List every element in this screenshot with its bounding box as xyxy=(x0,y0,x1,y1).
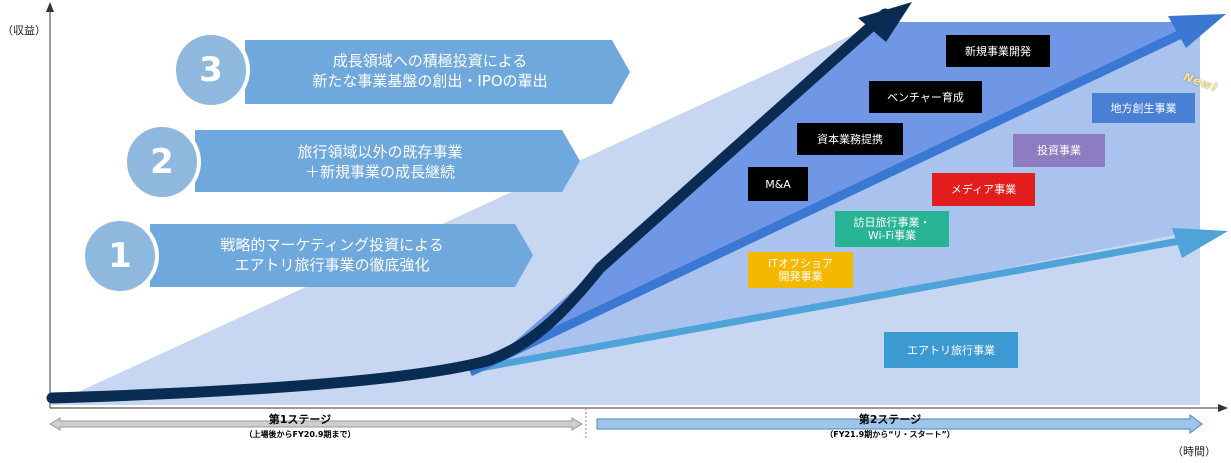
y-axis-label: （収益） xyxy=(2,24,46,37)
regional-box: 地方創生事業 xyxy=(1092,93,1195,123)
step-2-text: 旅行領域以外の既存事業 ＋新規事業の成長継続 xyxy=(200,142,560,182)
capital-alliance-box: 資本業務提携 xyxy=(797,123,903,155)
it-offshore-line-1: ITオフショア xyxy=(768,257,833,270)
it-offshore-box: ITオフショア 開発事業 xyxy=(748,252,853,288)
step-3-number: 3 xyxy=(199,50,223,90)
step-1-text: 戦略的マーケティング投資による エアトリ旅行事業の徹底強化 xyxy=(152,235,512,275)
stage-1-arrow xyxy=(49,417,583,431)
step-1-line-1: 戦略的マーケティング投資による xyxy=(220,236,444,254)
media-box: メディア事業 xyxy=(932,173,1035,206)
step-1-line-2: エアトリ旅行事業の徹底強化 xyxy=(234,256,430,274)
step-2-circle xyxy=(123,123,201,201)
stage-2-subtitle: （FY21.9期から“リ・スタート”） xyxy=(825,430,955,439)
investment-box: 投資事業 xyxy=(1013,134,1105,167)
ma-box: M&A xyxy=(748,167,808,201)
step-2-arrow xyxy=(195,130,580,192)
airtrip-growth-arrow xyxy=(479,236,1186,372)
x-axis-arrowhead xyxy=(1218,404,1228,412)
step-1-number: 1 xyxy=(108,236,132,276)
new-business-box: 新規事業開発 xyxy=(946,35,1050,67)
step-3-text: 成長領域への積極投資による 新たな事業基盤の創出・IPOの輩出 xyxy=(250,51,610,91)
step-3-arrow xyxy=(245,40,630,104)
non-travel-growth-arrowhead xyxy=(1168,14,1226,48)
stage-2-title: 第2ステージ xyxy=(858,413,922,426)
venture-box: ベンチャー育成 xyxy=(869,81,982,113)
airtrip-box: エアトリ旅行事業 xyxy=(884,332,1018,368)
stage-2-arrow xyxy=(596,414,1203,434)
growth-investment-curve xyxy=(46,8,891,404)
y-axis-arrowhead xyxy=(46,2,54,12)
step-3-circle xyxy=(172,31,250,109)
step-3-line-2: 新たな事業基盤の創出・IPOの輩出 xyxy=(312,72,548,90)
stage-1-title: 第1ステージ xyxy=(268,413,332,426)
step-2-line-2: ＋新規事業の成長継続 xyxy=(304,163,455,181)
non-travel-growth-arrow xyxy=(468,27,1187,377)
it-offshore-line-2: 開発事業 xyxy=(778,270,823,283)
step-3-line-1: 成長領域への積極投資による xyxy=(332,52,528,70)
stage-1-subtitle: （上場後からFY20.9期まで） xyxy=(244,430,356,439)
step-1-circle xyxy=(81,217,159,295)
x-axis-label: （時間） xyxy=(1172,445,1216,458)
inbound-box: 訪日旅行事業・ Wi-Fi事業 xyxy=(835,211,949,247)
growth-investment-arrowhead xyxy=(858,2,912,42)
inbound-line-1: 訪日旅行事業・ xyxy=(853,216,931,229)
airtrip-growth-arrowhead xyxy=(1172,228,1228,258)
inbound-line-2: Wi-Fi事業 xyxy=(867,229,917,242)
step-2-number: 2 xyxy=(150,142,174,182)
step-2-line-1: 旅行領域以外の既存事業 xyxy=(297,143,463,161)
step-1-arrow xyxy=(150,224,533,287)
